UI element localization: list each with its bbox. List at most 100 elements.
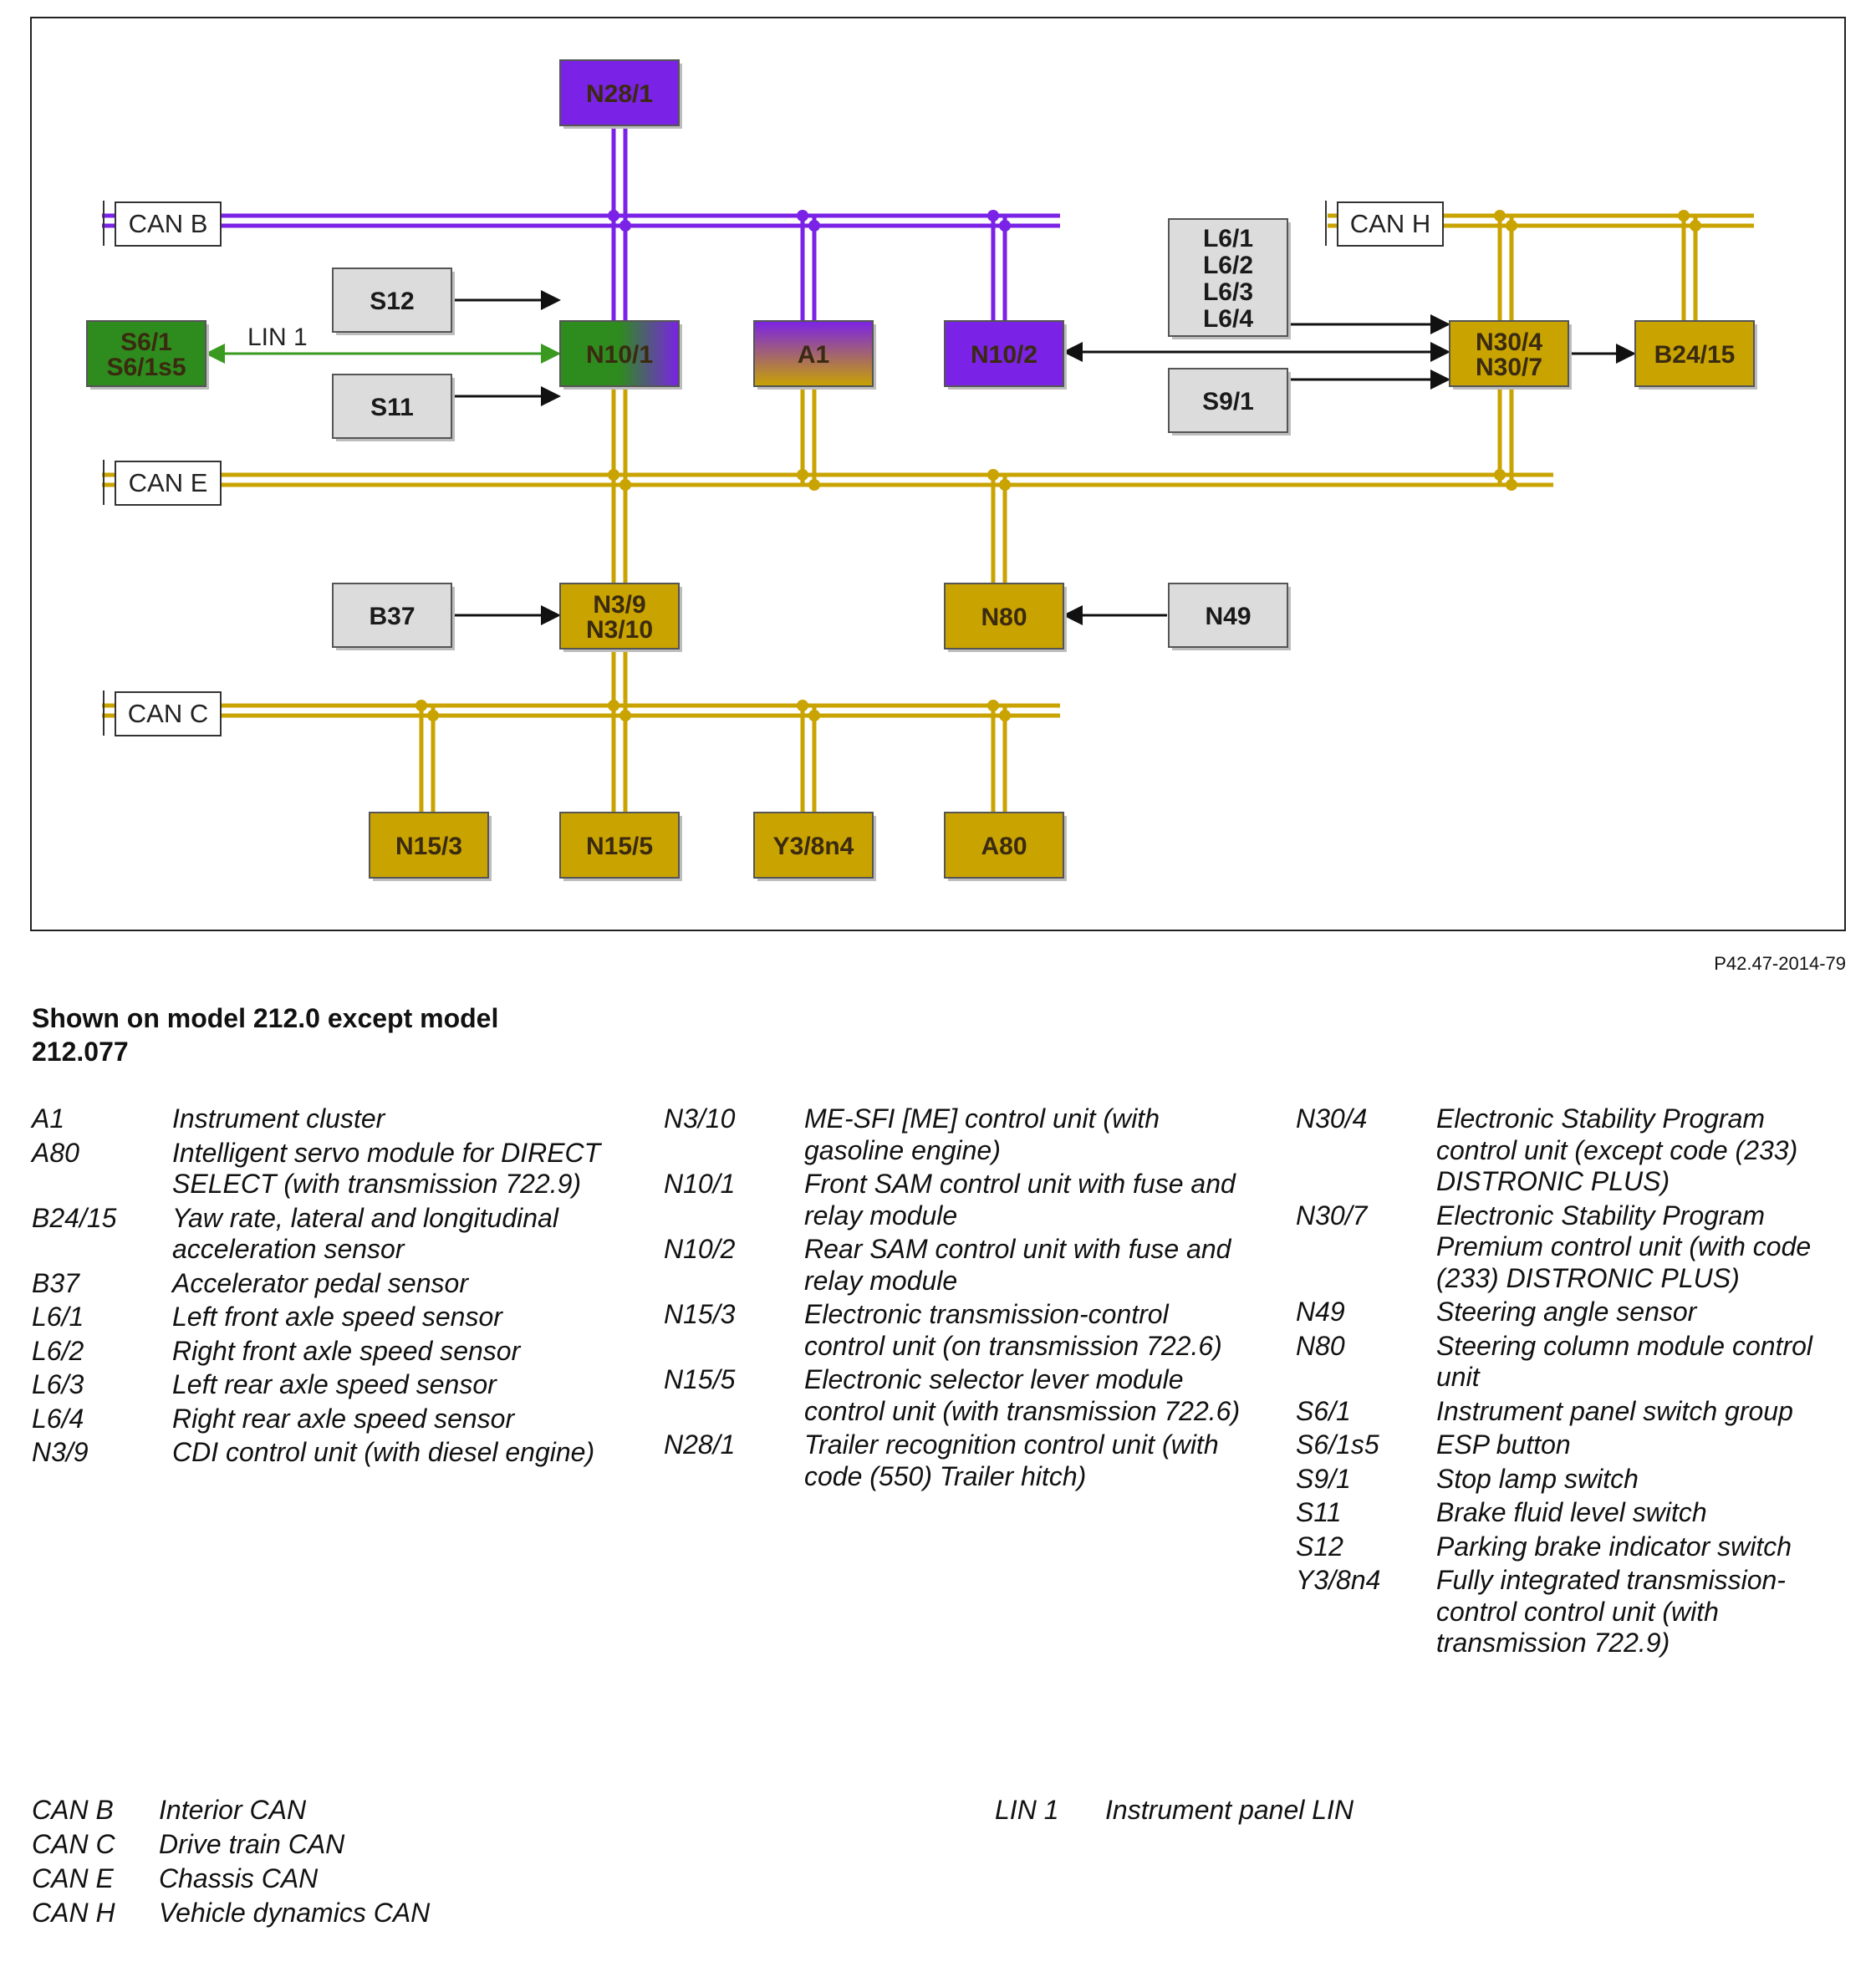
lin-desc: Instrument panel LIN	[1105, 1795, 1354, 1825]
can-e-bus-label: CAN E	[129, 468, 208, 497]
legend-code: L6/3	[32, 1369, 84, 1399]
lin-legend: LIN 1 Instrument panel LIN	[995, 1793, 1664, 1827]
lin-code: LIN 1	[995, 1795, 1059, 1825]
bus-junction-dot	[987, 210, 999, 222]
can-h-bus-label: CAN H	[1350, 209, 1430, 238]
bus-junction-dot	[608, 469, 619, 481]
legend-code: S9/1	[1296, 1463, 1351, 1494]
legend-description: Left rear axle speed sensor	[172, 1369, 497, 1399]
bus-description: Interior CAN	[159, 1795, 307, 1825]
component-label: B37	[369, 603, 415, 630]
component-label: S11	[370, 394, 414, 421]
component-box-n10-1	[559, 320, 680, 387]
component-box-y3-8n4	[753, 812, 874, 879]
legend-description: CDI control unit (with diesel engine)	[172, 1437, 595, 1467]
legend-code: N30/7	[1296, 1200, 1368, 1231]
component-label: L6/1	[1203, 225, 1253, 252]
legend-description: ME-SFI [ME] control unit (with gasoline …	[804, 1103, 1160, 1165]
bus-junction-dot	[999, 479, 1011, 491]
component-label: N10/2	[971, 341, 1037, 369]
component-label: Y3/8n4	[773, 833, 854, 860]
legend-description: Front SAM control unit with fuse and rel…	[804, 1169, 1236, 1231]
legend-description: Right rear axle speed sensor	[172, 1403, 515, 1434]
bus-junction-dot	[987, 469, 999, 481]
component-box-n15-5	[559, 812, 680, 879]
legend-code: N10/2	[664, 1234, 736, 1264]
bus-junction-dot	[797, 210, 808, 222]
legend-description: Trailer recognition control unit (with c…	[804, 1429, 1219, 1491]
bus-junction-dot	[999, 710, 1011, 721]
component-box-s6-1	[86, 320, 206, 387]
bus-junction-dot	[808, 710, 820, 721]
bus-junction-dot	[619, 710, 631, 721]
legend-code: N10/1	[664, 1169, 736, 1199]
bus-junction-dot	[619, 479, 631, 491]
legend-code: L6/2	[32, 1335, 84, 1366]
legend-code: S12	[1296, 1531, 1343, 1562]
bus-description: Chassis CAN	[159, 1863, 319, 1893]
legend-description: Left front axle speed sensor	[172, 1302, 502, 1332]
component-box-n15-3	[369, 812, 489, 879]
legend-code: L6/4	[32, 1403, 84, 1434]
bus-junction-dot	[1506, 479, 1517, 491]
figure-reference: P42.47-2014-79	[1714, 953, 1846, 974]
bus-junction-dot	[797, 700, 808, 711]
legend-description: Electronic transmission-control control …	[804, 1299, 1222, 1361]
legend-code: N28/1	[664, 1429, 736, 1460]
component-label: A80	[981, 833, 1027, 860]
legend-item: N28/1 Trailer recognition control unit (w…	[664, 1429, 1249, 1492]
legend-description: ESP button	[1436, 1429, 1571, 1460]
can-b-bus-label-box	[115, 201, 222, 247]
component-label: N3/10	[586, 616, 653, 644]
legend-description: Accelerator pedal sensor	[172, 1267, 468, 1298]
bus-junction-dot	[427, 710, 439, 721]
component-box-n80	[944, 583, 1064, 650]
legend-code: N15/5	[664, 1364, 736, 1394]
bus-junction-dot	[608, 700, 619, 711]
component-box-a80	[944, 812, 1064, 879]
component-box-n10-2	[944, 320, 1064, 387]
component-label: S12	[370, 288, 414, 315]
can-e-bus-label-box	[115, 461, 222, 506]
bus-junction-dot	[987, 700, 999, 711]
legend-description: Intelligent servo module for DIRECT SELE…	[172, 1137, 601, 1200]
bus-code: CAN H	[32, 1898, 115, 1928]
component-label: L6/4	[1203, 305, 1253, 333]
legend-description: Right front axle speed sensor	[172, 1335, 521, 1366]
legend-description: Instrument cluster	[172, 1103, 385, 1134]
component-box-l6	[1168, 218, 1288, 337]
bus-code: CAN C	[32, 1829, 115, 1859]
component-box-s11	[332, 374, 452, 439]
component-label: B24/15	[1654, 341, 1736, 369]
component-label: S6/1	[120, 329, 172, 356]
component-box-a1	[753, 320, 874, 387]
component-box-n28-1	[559, 59, 680, 126]
legend-code: S11	[1296, 1497, 1342, 1527]
bus-junction-dot	[1690, 220, 1701, 232]
legend-code: S6/1s5	[1296, 1429, 1379, 1460]
component-label: A1	[798, 341, 829, 369]
legend-description: Electronic Stability Program control uni…	[1436, 1103, 1798, 1196]
bus-junction-dot	[999, 220, 1011, 232]
bus-junction-dot	[1678, 210, 1690, 222]
legend-code: L6/1	[32, 1302, 84, 1332]
component-label: N80	[981, 604, 1027, 631]
component-box-s12	[332, 268, 452, 333]
component-box-s9-1	[1168, 368, 1288, 433]
legend-description: Electronic selector lever module control…	[804, 1364, 1241, 1426]
can-h-bus-label-box	[1337, 201, 1444, 247]
